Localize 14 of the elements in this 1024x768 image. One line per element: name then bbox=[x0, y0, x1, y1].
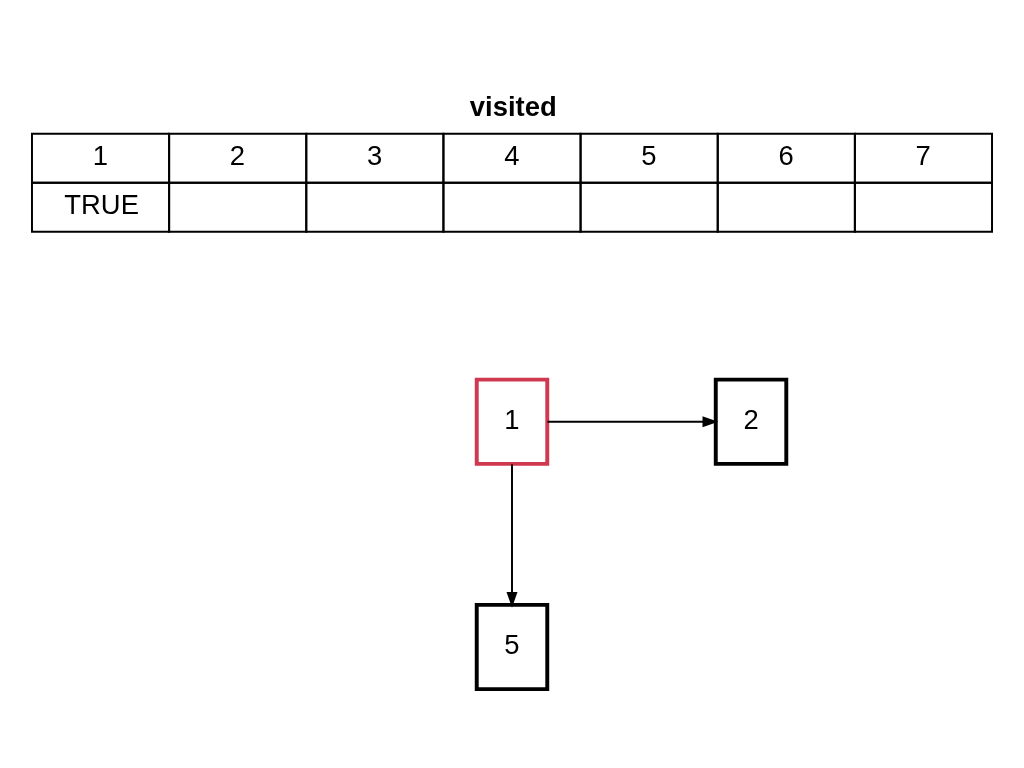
label: 5 bbox=[641, 139, 657, 171]
label: 6 bbox=[778, 139, 794, 171]
node-box: 2 bbox=[713, 377, 789, 466]
label: 1 bbox=[92, 139, 108, 171]
label: 2 bbox=[229, 139, 246, 171]
arrow bbox=[506, 462, 518, 608]
node-box: 1 bbox=[474, 377, 550, 466]
label: 4 bbox=[504, 139, 520, 171]
label: TRUE bbox=[64, 188, 139, 220]
label: 7 bbox=[915, 139, 931, 171]
label: 3 bbox=[367, 139, 383, 171]
arrow bbox=[546, 415, 719, 427]
node-box: 5 bbox=[474, 602, 550, 691]
label: visited bbox=[469, 90, 557, 122]
